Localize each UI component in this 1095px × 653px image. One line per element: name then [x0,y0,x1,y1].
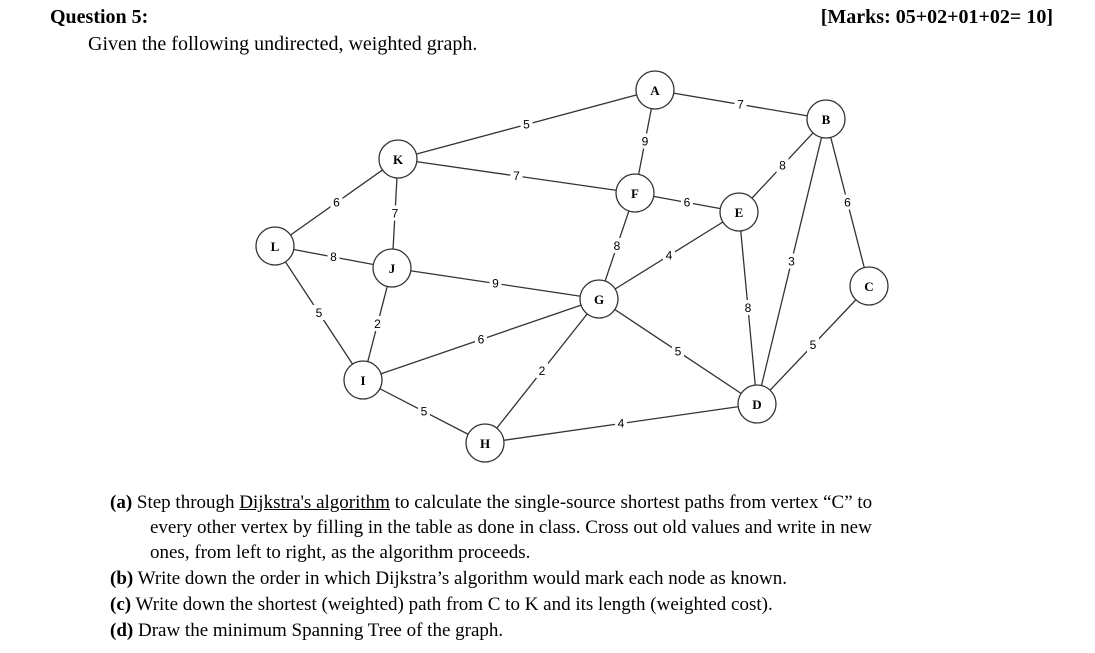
edge-weight-bg [841,194,854,210]
edge-weight-e-b: 8 [779,159,786,173]
edge-weight-bg [639,133,651,149]
node-h [465,423,505,463]
node-c [849,266,889,306]
edge-weight-bg [742,300,754,315]
edge-weight-bg [371,316,384,331]
part-c-text: Write down the shortest (weighted) path … [135,594,773,615]
edge-weight-bg [389,205,401,221]
part-d-label: (d) [110,620,134,641]
node-g [579,279,619,319]
edge-weight-bg [313,305,325,320]
edge-weight-bg [510,168,523,183]
edge-weight-f-e: 6 [684,196,691,210]
part-a-label: (a) [110,492,133,513]
edge-weight-j-g: 9 [492,277,499,291]
node-b [806,99,846,139]
edge-weight-bg [327,249,340,264]
edge-weight-bg [475,331,487,347]
node-j [372,248,412,288]
edge-weight-bg [418,403,430,419]
edge-weight-bg [520,116,533,132]
node-label-l: L [271,239,280,254]
question-title: Question 5: [50,6,149,28]
node-label-i: I [360,373,365,388]
part-a-line1: to calculate the single-source shortest … [389,492,873,513]
edge-weight-a-f: 9 [642,135,649,149]
node-l [255,226,295,266]
edge-weight-g-h: 2 [539,364,546,378]
edge-weight-bg [776,157,789,173]
part-d-text: Draw the minimum Spanning Tree of the gr… [137,620,504,641]
marks-label: [Marks: 05+02+01+02= 10] [820,6,1053,28]
part-a-line3: ones, from left to right, as the algorit… [150,542,531,563]
edge-weight-a-b: 7 [737,98,744,112]
question-part-b: (b) Write down the order in which Dijkst… [110,566,1040,591]
node-a [635,70,675,110]
node-label-f: F [631,186,639,201]
node-label-j: J [389,261,396,276]
question-intro: Given the following undirected, weighted… [88,33,478,55]
edge-weight-l-i: 5 [316,306,323,320]
part-b-text: Write down the order in which Dijkstra’s… [137,568,787,589]
edge-weight-j-i: 2 [374,317,381,331]
question-part-a: (a) Step through Dijkstra's algorithm to… [110,490,1040,565]
edge-weight-b-c: 6 [844,196,851,210]
edge-weight-g-d: 5 [675,345,682,359]
weighted-graph: 5 7 9 7 6 8 6 3 6 7 8 8 4 8 9 5 2 6 5 5 2 5 4 A B C D E F G H I J K L [255,70,889,463]
edge-weight-bg [330,194,343,210]
edge-weight-bg [536,363,548,378]
edge-weight-bg [489,275,502,291]
node-e [719,192,759,232]
node-i [343,360,383,400]
edge-weight-bg [615,415,627,431]
edge-weight-l-k: 6 [333,196,340,210]
edge-weight-c-d: 5 [810,338,817,352]
edge-weight-i-g: 6 [478,333,485,347]
edge-weight-b-d: 3 [788,255,795,269]
edge-weight-k-a: 5 [523,118,530,132]
edge-weight-bg [807,337,819,352]
edge-weight-k-f: 7 [513,169,520,183]
edge-weight-bg [785,253,798,269]
node-label-b: B [822,112,831,127]
node-label-e: E [735,205,744,220]
node-label-g: G [594,292,604,307]
question-part-d: (d) Draw the minimum Spanning Tree of th… [110,618,1040,643]
part-a-pre: Step through [136,492,240,513]
node-label-k: K [393,152,404,167]
edge-weight-l-j: 8 [330,250,337,264]
node-k [378,139,418,179]
part-a-line2: every other vertex by filling in the tab… [150,517,872,538]
edge-weight-e-d: 8 [745,301,752,315]
edge-weight-f-g: 8 [614,239,621,253]
node-label-d: D [752,397,761,412]
node-f [615,173,655,213]
node-label-h: H [480,436,490,451]
edge-weight-bg [681,194,693,210]
edge-weight-k-j: 7 [392,207,399,221]
edge-weight-bg [734,96,747,112]
edge-weight-bg [672,343,684,359]
edge-weight-h-d: 4 [618,417,625,431]
edge-weight-g-e: 4 [666,249,673,263]
part-c-label: (c) [110,594,132,615]
dijkstra-link[interactable]: Dijkstra's algorithm [239,492,390,513]
part-b-label: (b) [110,568,134,589]
node-label-c: C [864,279,873,294]
node-d [737,384,777,424]
question-part-c: (c) Write down the shortest (weighted) p… [110,592,1040,617]
node-label-a: A [650,83,660,98]
edge-weight-bg [663,247,675,263]
edge-weight-bg [611,238,623,253]
edge-weight-i-h: 5 [421,405,428,419]
